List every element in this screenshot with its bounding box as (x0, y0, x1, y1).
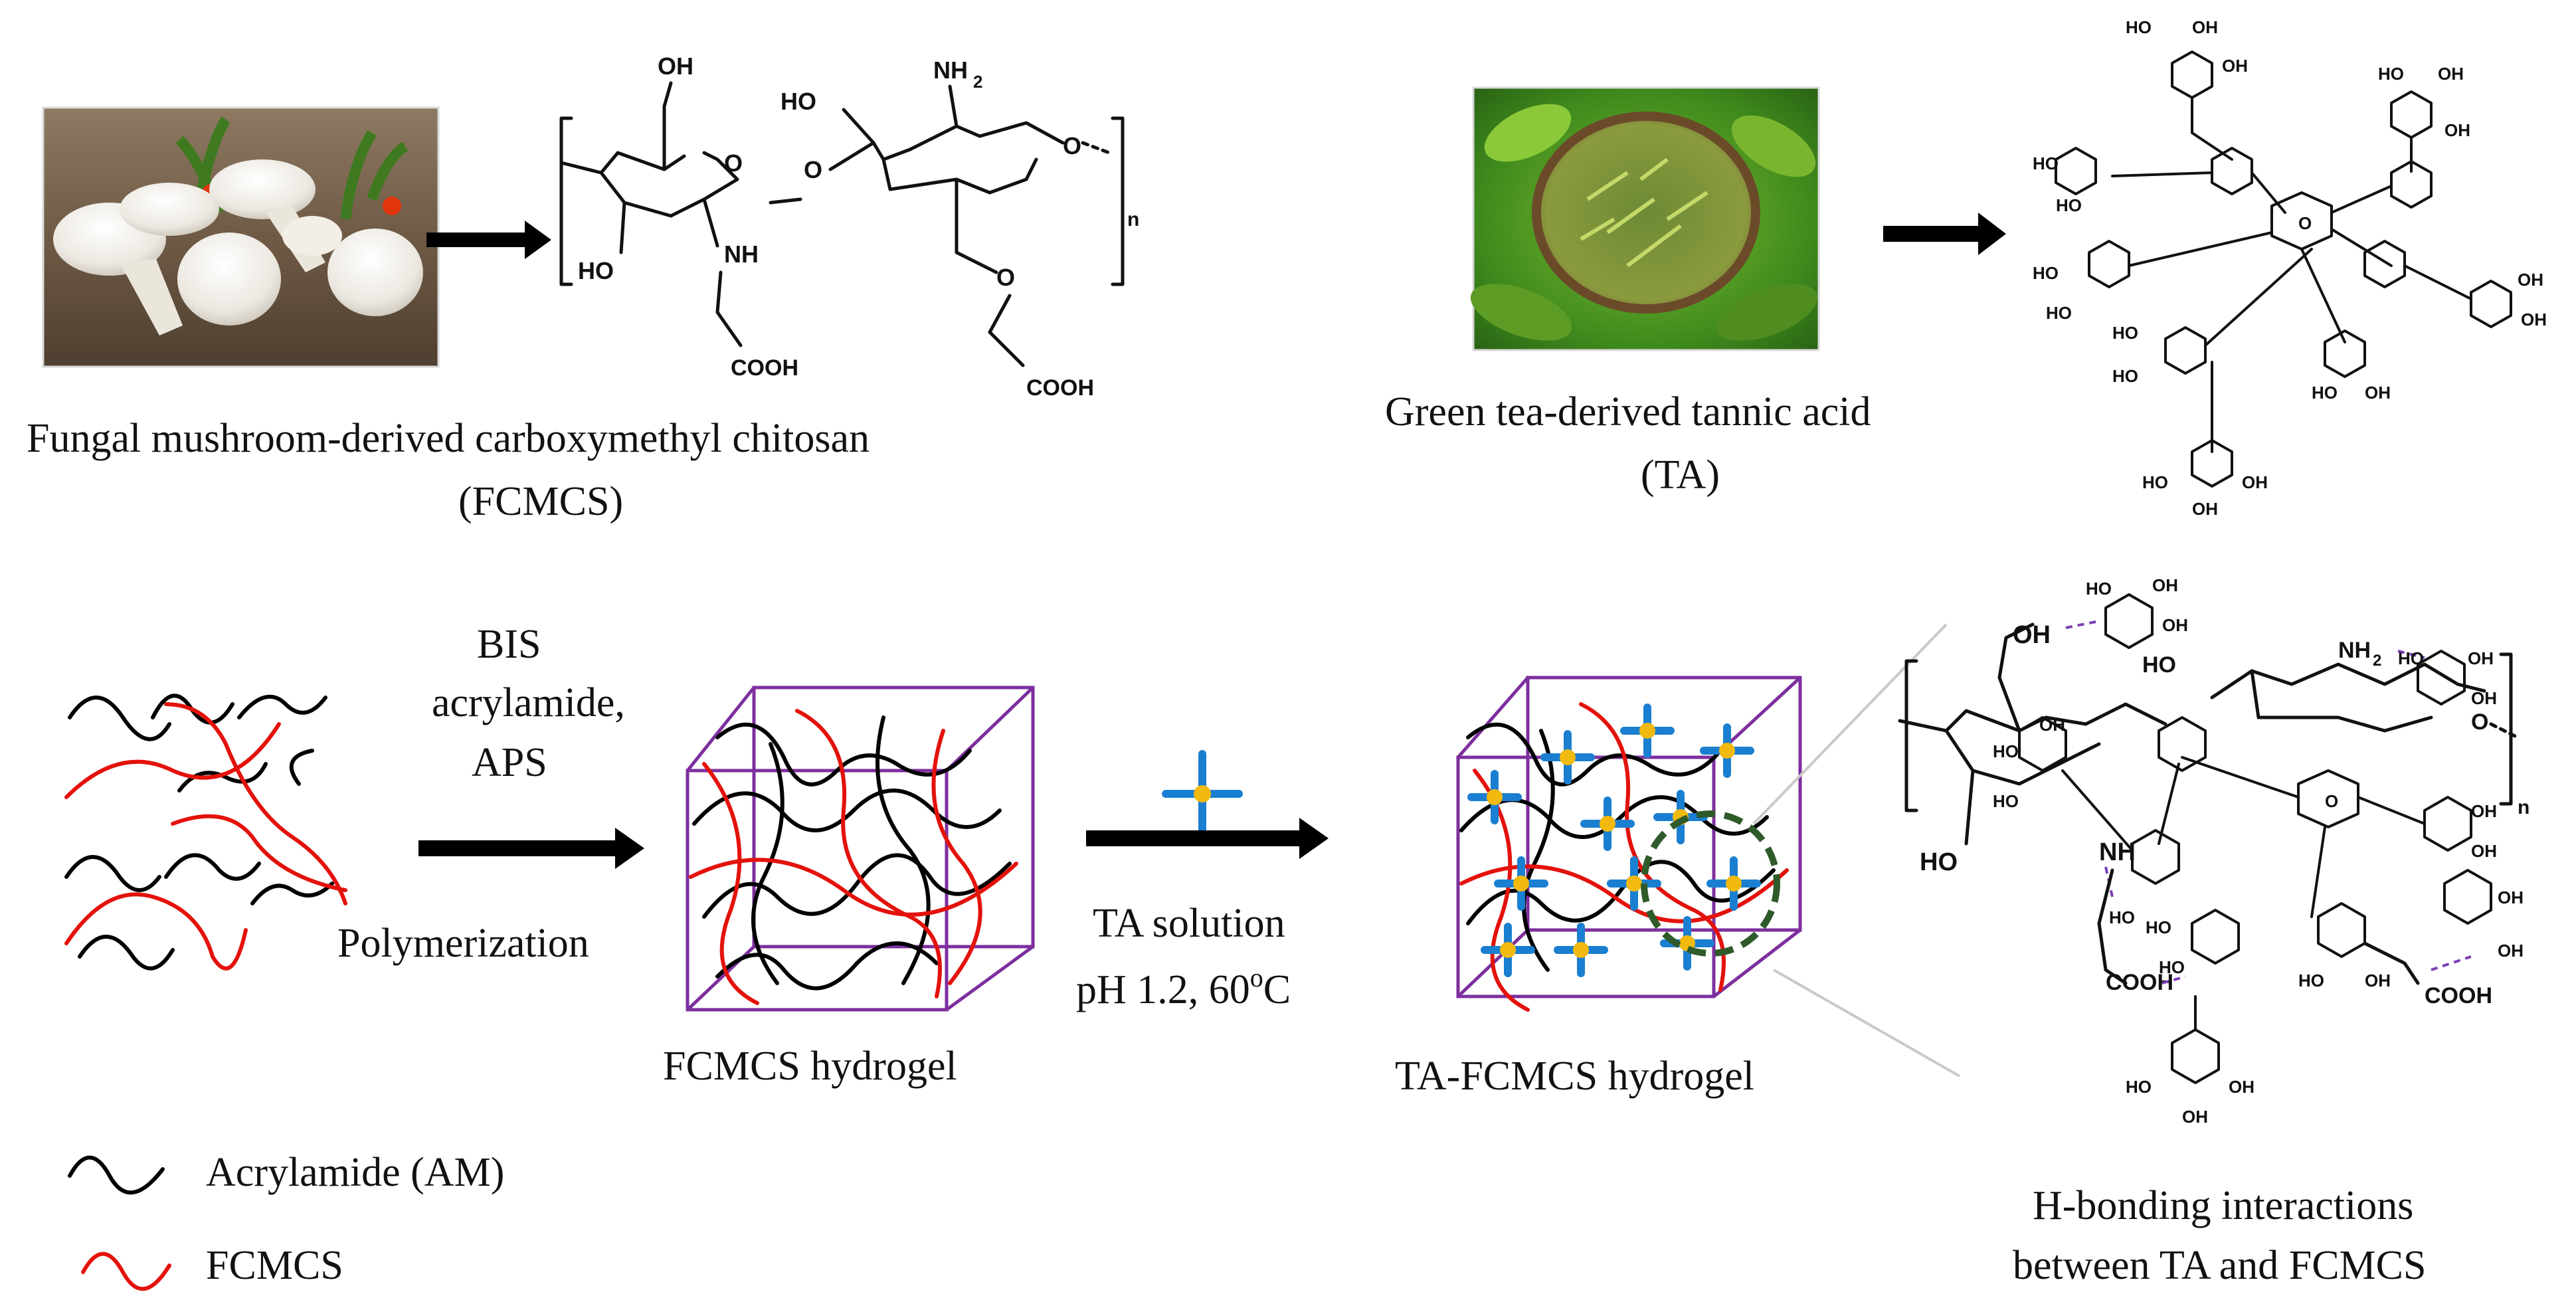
complex-ho-5: HO (1993, 791, 2019, 811)
ta-fcmcs-hydrogel-cube (1456, 623, 1960, 1077)
end-oxygen: O (1063, 132, 1081, 159)
complex-o-end: O (2471, 709, 2488, 735)
hbond-complex-structure: n OH HO OH OH HO NH 2 HO OH OH O HO HO O… (1898, 575, 2530, 1127)
ta-oh-2: OH (2192, 17, 2218, 37)
complex-ho-7: HO (2146, 917, 2171, 937)
complex-oh-9: OH (2498, 888, 2524, 907)
hbond-caption-line2: between TA and FCMCS (2013, 1243, 2427, 1288)
reagent-bis: BIS (477, 622, 541, 667)
nh2-subscript: 2 (973, 72, 982, 92)
arrow-ta-treatment (1086, 818, 1329, 859)
ta-ho-15: HO (2312, 383, 2338, 403)
legend: Acrylamide (AM) FCMCS (68, 1150, 504, 1291)
complex-oh-top: OH (2013, 621, 2051, 649)
ho-bottom: HO (578, 257, 614, 284)
label-polymerization: Polymerization (337, 921, 589, 966)
subscript-n: n (1127, 209, 1139, 231)
fcmcs-title-line2: (FCMCS) (458, 479, 623, 524)
complex-cooh-2: COOH (2425, 983, 2492, 1008)
ta-oh-11: OH (2518, 270, 2543, 290)
ta-title-line2: (TA) (1641, 452, 1720, 498)
arrow-mushroom-to-fcmcs (426, 221, 551, 259)
label-ph-temp: pH 1.2, 60oC (1076, 963, 1291, 1012)
complex-ho-10: HO (2126, 1077, 2152, 1097)
complex-oh-12: OH (2182, 1107, 2208, 1127)
complex-core-o: O (2325, 791, 2338, 811)
bridge-oxygen: O (804, 156, 822, 183)
complex-nh: NH (2099, 838, 2136, 866)
arrow-polymerization (418, 828, 644, 869)
complex-oh-4: OH (2471, 688, 2497, 708)
ta-oh-1: HO (2126, 17, 2152, 37)
complex-oh-10: OH (2498, 941, 2524, 961)
cooh-2: COOH (1026, 375, 1094, 401)
complex-oh-7: OH (2471, 841, 2497, 861)
ta-oh-4: HO (2378, 64, 2404, 84)
complex-oh-5: OH (2039, 715, 2065, 735)
complex-oh-3: OH (2468, 648, 2494, 668)
fcmcs-title-line1: Fungal mushroom-derived carboxymethyl ch… (27, 416, 870, 461)
ta-ho-10: HO (2046, 303, 2072, 323)
complex-oh-6: OH (2471, 801, 2497, 821)
oh-top: OH (658, 52, 693, 80)
legend-am-swatch (68, 1155, 165, 1194)
reagent-acrylamide: acrylamide, (432, 680, 625, 725)
reagent-aps: APS (472, 740, 547, 785)
ta-oh-18: OH (2242, 472, 2268, 492)
ring-oxygen-1: O (724, 149, 743, 177)
complex-oh-11: OH (2229, 1077, 2254, 1097)
ta-oh-6: OH (2444, 120, 2470, 140)
arrow-tea-to-ta (1883, 213, 2006, 255)
zoom-circle (1641, 810, 1780, 957)
legend-fcmcs-label: FCMCS (206, 1243, 343, 1288)
ho-left: HO (781, 88, 816, 115)
complex-nh2: NH (2338, 638, 2371, 663)
ta-oh-19: OH (2192, 499, 2218, 519)
label-ta-solution: TA solution (1093, 901, 1285, 946)
legend-am-label: Acrylamide (AM) (206, 1150, 504, 1195)
complex-oh-1: OH (2152, 575, 2178, 595)
ta-oh-5: OH (2438, 64, 2464, 84)
tea-photo (1470, 86, 1820, 351)
ta-ho-14: HO (2112, 366, 2138, 386)
cooh-1: COOH (731, 355, 798, 381)
ta-ho-8: HO (2056, 195, 2082, 215)
nh-label: NH (724, 240, 759, 268)
complex-ho-9: HO (2298, 971, 2324, 990)
ether-oxygen: O (996, 264, 1015, 291)
complex-ho-8: HO (2159, 957, 2185, 977)
complex-ho-bottom: HO (1920, 848, 1958, 876)
complex-ho-3: HO (2398, 648, 2424, 668)
ta-ho-13: HO (2112, 323, 2138, 343)
ta-oh-3: OH (2222, 56, 2248, 76)
hbond-caption-line1: H-bonding interactions (2033, 1183, 2413, 1228)
complex-oh-2: OH (2162, 615, 2188, 635)
ta-oh-16: OH (2365, 383, 2391, 403)
label-fcmcs-hydrogel: FCMCS hydrogel (663, 1044, 957, 1089)
legend-fcmcs-swatch (81, 1252, 171, 1291)
ta-ho-7: HO (2033, 153, 2059, 173)
complex-subscript-n: n (2518, 796, 2530, 818)
chain-mixture (64, 694, 347, 971)
ta-title-line1: Green tea-derived tannic acid (1385, 389, 1871, 434)
ta-ho-9: HO (2033, 263, 2059, 283)
ta-oh-12: OH (2521, 310, 2547, 329)
tannic-acid-structure: HO OH OH HO OH OH HO HO O HO HO OH OH HO… (2033, 17, 2547, 519)
ta-core-oxygen: O (2298, 213, 2312, 233)
complex-ho-6: HO (2109, 907, 2135, 927)
nh2-label: NH (933, 56, 968, 84)
complex-ho-4: HO (1993, 741, 2019, 761)
complex-oh-8: OH (2365, 971, 2391, 990)
ta-ho-17: HO (2142, 472, 2168, 492)
complex-ho-1: HO (2086, 579, 2112, 599)
complex-nh2-sub: 2 (2373, 652, 2381, 670)
fcmcs-structure: n O OH HO NH COOH O HO NH 2 O O COOH (559, 52, 1139, 401)
ta-cross-icon (1162, 750, 1243, 838)
label-ta-fcmcs-hydrogel: TA-FCMCS hydrogel (1395, 1054, 1754, 1099)
complex-ho-2: HO (2142, 652, 2176, 678)
mushroom-photo (42, 106, 440, 368)
fcmcs-hydrogel-cube (686, 686, 1035, 1012)
